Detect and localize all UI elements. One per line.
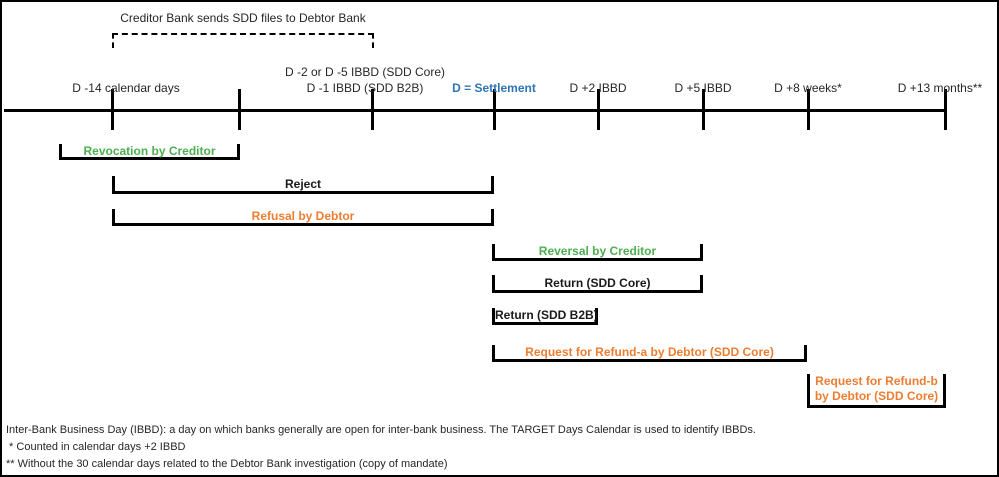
bracket-label: Return (SDD B2B)	[495, 308, 598, 322]
tick-label-7: D +13 months**	[898, 81, 982, 96]
footnote-2: ** Without the 30 calendar days related …	[6, 458, 448, 470]
timeline-tick-0	[111, 89, 114, 130]
bracket-label: Return (SDD Core)	[544, 276, 651, 290]
bracket-label: Revocation by Creditor	[83, 144, 216, 158]
bracket-revocation-by-creditor: Revocation by Creditor	[59, 144, 240, 160]
timeline-tick-1	[238, 89, 241, 130]
footnote-0: Inter-Bank Business Day (IBBD): a day on…	[6, 424, 756, 436]
tick-label-5: D +5 IBBD	[674, 81, 731, 96]
tick-label-line: D -2 or D -5 IBBD (SDD Core)	[284, 65, 446, 79]
bracket-request-refund-a: Request for Refund-a by Debtor (SDD Core…	[492, 345, 807, 362]
bracket-label: Refusal by Debtor	[251, 209, 355, 223]
tick-label-line: D +5 IBBD	[674, 81, 732, 95]
tick-label-2: D -2 or D -5 IBBD (SDD Core) D -1 IBBD (S…	[285, 64, 445, 96]
timeline-tick-3	[493, 89, 496, 130]
tick-label-line: D +13 months**	[897, 81, 983, 95]
footnote-1: * Counted in calendar days +2 IBBD	[6, 441, 186, 453]
timeline-tick-2	[371, 89, 374, 130]
tick-label-4: D +2 IBBD	[569, 81, 626, 96]
tick-label-line: D = Settlement	[452, 81, 536, 95]
tick-label-line: D +2 IBBD	[569, 81, 627, 95]
timeline-tick-4	[597, 89, 600, 130]
bracket-label: Reject	[284, 177, 322, 191]
tick-label-line: D +8 weeks*	[774, 81, 842, 95]
bracket-refusal-by-debtor: Refusal by Debtor	[112, 209, 494, 226]
bracket-reject: Reject	[112, 176, 494, 194]
bracket-return-sdd-b2b: Return (SDD B2B)	[492, 308, 598, 325]
timeline-tick-7	[944, 89, 947, 130]
tick-label-6: D +8 weeks*	[774, 81, 842, 96]
bracket-label: by Debtor (SDD Core)	[814, 389, 939, 403]
bracket-label: Reversal by Creditor	[538, 244, 657, 258]
bracket-label: Request for Refund-b	[815, 374, 938, 388]
tick-label-line: D -1 IBBD (SDD B2B)	[306, 81, 424, 95]
timeline-tick-5	[702, 89, 705, 130]
bracket-reversal-by-creditor: Reversal by Creditor	[492, 244, 703, 261]
footnotes: Inter-Bank Business Day (IBBD): a day on…	[6, 422, 996, 473]
tick-label-line: D -14 calendar days	[72, 81, 180, 95]
timeline-tick-6	[807, 89, 810, 130]
bracket-return-sdd-core: Return (SDD Core)	[492, 275, 703, 293]
timeline-axis	[4, 109, 947, 112]
sdd-files-dashed-bracket	[112, 33, 374, 48]
tick-label-0: D -14 calendar days	[72, 81, 179, 96]
bracket-label: Request for Refund-a by Debtor (SDD Core…	[525, 345, 774, 359]
creditor-bank-sdd-files-label: Creditor Bank sends SDD files to Debtor …	[120, 11, 366, 25]
tick-label-3: D = Settlement	[452, 81, 536, 96]
